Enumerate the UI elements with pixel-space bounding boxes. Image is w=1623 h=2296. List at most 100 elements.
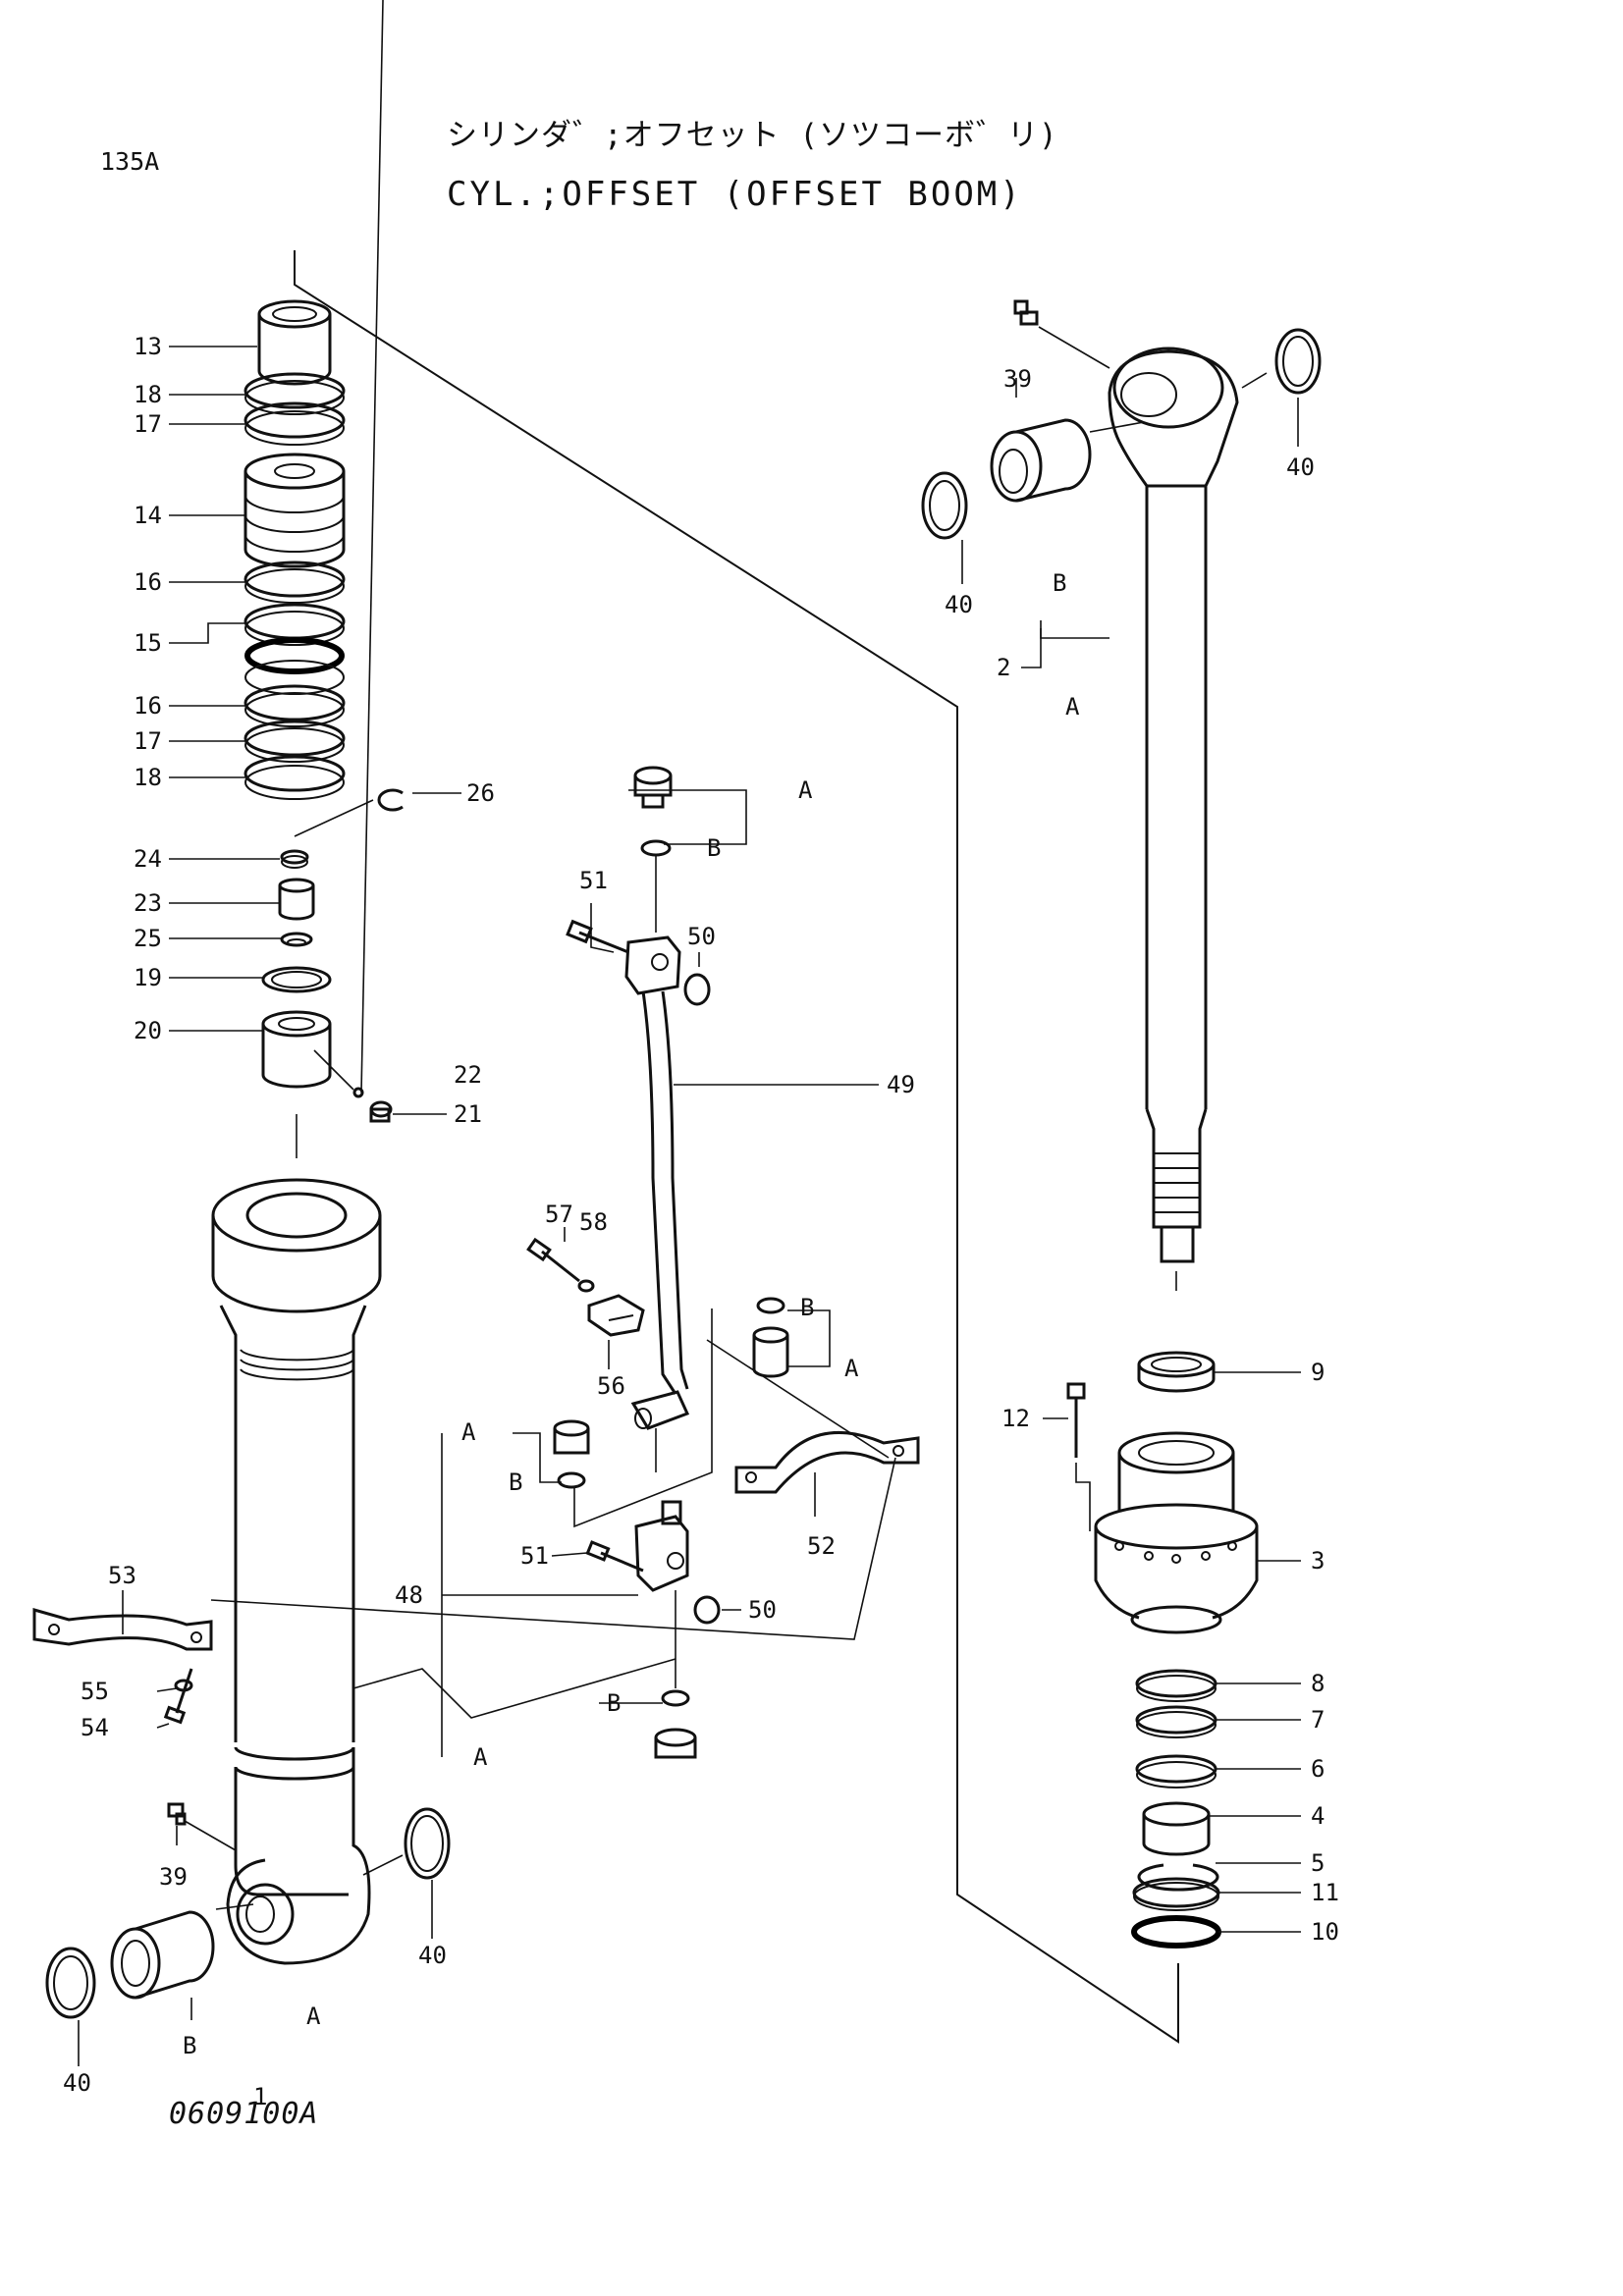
callout-39: 39 [1003, 365, 1032, 393]
callout-58: 58 [579, 1208, 608, 1236]
callout-labels: 13 18 17 14 16 15 16 17 18 26 24 23 25 1… [63, 333, 1339, 2110]
callout-1-A: A [306, 2002, 321, 2030]
part-48-plug-bottom [654, 1728, 697, 1759]
callout-B: B [607, 1689, 621, 1717]
part-25-lock-ring [280, 932, 313, 947]
part-16-ring-upper [243, 561, 346, 604]
callout-9: 9 [1311, 1359, 1325, 1386]
part-11-ring [1132, 1877, 1220, 1911]
title-english: CYL.;OFFSET (OFFSET BOOM) [447, 175, 1023, 214]
part-21-plug [369, 1100, 393, 1123]
part-6-ring [1135, 1754, 1217, 1789]
callout-20: 20 [134, 1017, 162, 1044]
callout-16: 16 [134, 692, 162, 720]
part-26-snap-ring [377, 788, 404, 812]
part-51-bolt-upper [566, 919, 629, 954]
part-50-oring-upper [683, 973, 711, 1006]
callout-10: 10 [1311, 1918, 1339, 1946]
part-22-ball [352, 1087, 364, 1098]
callout-15: 15 [134, 629, 162, 657]
callout-40: 40 [63, 2069, 91, 2097]
part-18-ring-upper [243, 372, 346, 415]
part-48-plug-left [553, 1419, 590, 1455]
callout-12: 12 [1001, 1405, 1030, 1432]
drawing-number: 0609100A [169, 2097, 319, 2131]
callout-39: 39 [159, 1863, 188, 1891]
part-40-seal-right-lower [404, 1807, 451, 1880]
part-56-clip [587, 1294, 645, 1337]
callout-3: 3 [1311, 1547, 1325, 1575]
callout-2: 2 [997, 654, 1010, 681]
part-50-oring-lower [693, 1595, 721, 1625]
part-17-ring-upper [243, 401, 346, 446]
callout-51: 51 [520, 1542, 549, 1570]
part-4-bushing [1142, 1801, 1211, 1856]
callout-49: 49 [887, 1071, 915, 1098]
part-57-bolt [526, 1237, 580, 1283]
part-2-bushing [990, 418, 1092, 503]
callout-A: A [461, 1418, 476, 1446]
part-2-piston-rod [1145, 486, 1208, 1291]
part-48-oring-bottom [661, 1689, 690, 1707]
part-13-bushing [257, 299, 332, 386]
part-51-bolt-lower [585, 1540, 644, 1573]
leader-lines [78, 0, 1301, 2066]
part-58-washer [577, 1279, 595, 1293]
title-japanese: シリンダ゛;オフセット (ソツコーボ゛リ) [447, 118, 1058, 153]
callout-24: 24 [134, 845, 162, 873]
part-7-ring [1135, 1705, 1217, 1738]
callout-40: 40 [945, 591, 973, 618]
callout-23: 23 [134, 889, 162, 917]
callout-48: 48 [395, 1581, 423, 1609]
callout-13: 13 [134, 333, 162, 360]
callout-49-A: A [798, 776, 813, 804]
part-49-pipe-end [630, 1390, 690, 1430]
callout-2-B: B [1053, 569, 1066, 597]
callout-8: 8 [1311, 1670, 1325, 1697]
callout-18: 18 [134, 764, 162, 791]
callout-26: 26 [466, 779, 495, 807]
callout-1: 1 [253, 2083, 267, 2110]
callout-55: 55 [81, 1678, 109, 1705]
callout-17: 17 [134, 727, 162, 755]
callout-40: 40 [418, 1942, 447, 1969]
part-16-ring-lower [243, 684, 346, 727]
callout-2-A: A [1065, 693, 1080, 721]
part-2-rod-eye [1108, 347, 1239, 488]
part-39-grease-fitting-upper [1013, 299, 1110, 369]
part-5-snap-ring [1137, 1863, 1219, 1892]
part-49-plug-top [633, 766, 673, 809]
part-15-seal-set [243, 603, 346, 695]
part-49-pipe [641, 990, 689, 1395]
part-48-block-upper [624, 935, 681, 995]
part-40-seal-left-lower [45, 1947, 96, 2019]
part-54-bolt [163, 1668, 193, 1725]
callout-51: 51 [579, 867, 608, 894]
callout-57: 57 [545, 1201, 573, 1228]
callout-11: 11 [1311, 1879, 1339, 1906]
part-10-oring [1131, 1915, 1221, 1949]
part-18-ring-lower [243, 755, 346, 800]
callout-53: 53 [108, 1562, 136, 1589]
callout-54: 54 [81, 1714, 109, 1741]
callout-1-B: B [183, 2032, 196, 2059]
part-12-bolt [1066, 1382, 1091, 1531]
part-14-piston [243, 453, 346, 568]
callout-49-A: A [844, 1355, 859, 1382]
part-49-plug-right [752, 1326, 789, 1378]
part-39-grease-fitting-lower [167, 1802, 237, 1851]
callout-40: 40 [1286, 454, 1315, 481]
callout-21: 21 [454, 1100, 482, 1128]
callout-A: A [473, 1743, 488, 1771]
part-49-oring-right [756, 1297, 785, 1314]
callout-18: 18 [134, 381, 162, 408]
callout-4: 4 [1311, 1802, 1325, 1830]
callout-49-B: B [800, 1294, 814, 1321]
part-24-ring [280, 849, 309, 869]
part-19-ring [261, 966, 332, 993]
part-9-nut [1137, 1351, 1216, 1393]
assembly-outline [294, 250, 1179, 2044]
callout-14: 14 [134, 502, 162, 529]
part-52-clamp [734, 1430, 920, 1494]
part-48-oring-left [557, 1471, 586, 1489]
